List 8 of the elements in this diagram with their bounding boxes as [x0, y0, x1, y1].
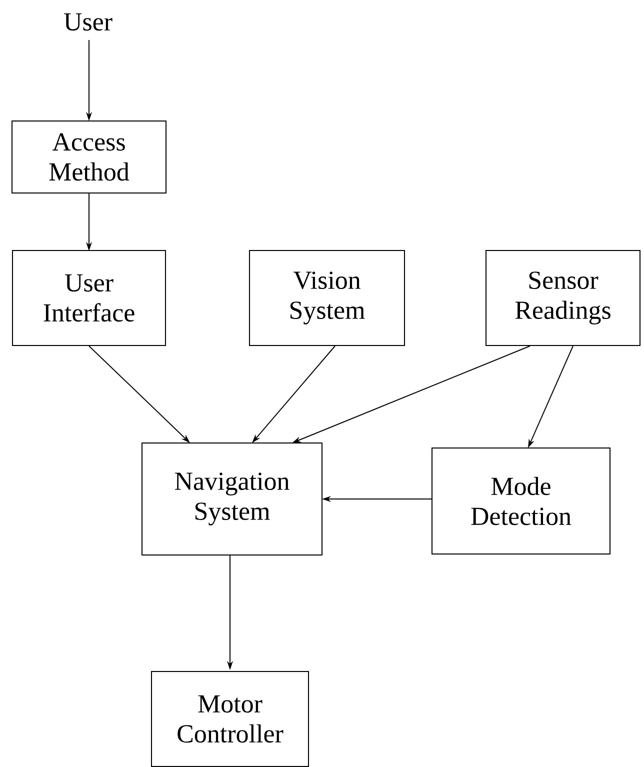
process-box: Mode Detection — [432, 448, 610, 554]
process-box: Access Method — [12, 120, 166, 194]
process-box: Sensor Readings — [486, 250, 640, 346]
process-box: User Interface — [12, 250, 166, 346]
process-box: Vision System — [249, 250, 405, 346]
process-box: Navigation System — [142, 442, 322, 556]
node-label: User — [64, 13, 112, 31]
process-box: Motor Controller — [151, 671, 309, 767]
